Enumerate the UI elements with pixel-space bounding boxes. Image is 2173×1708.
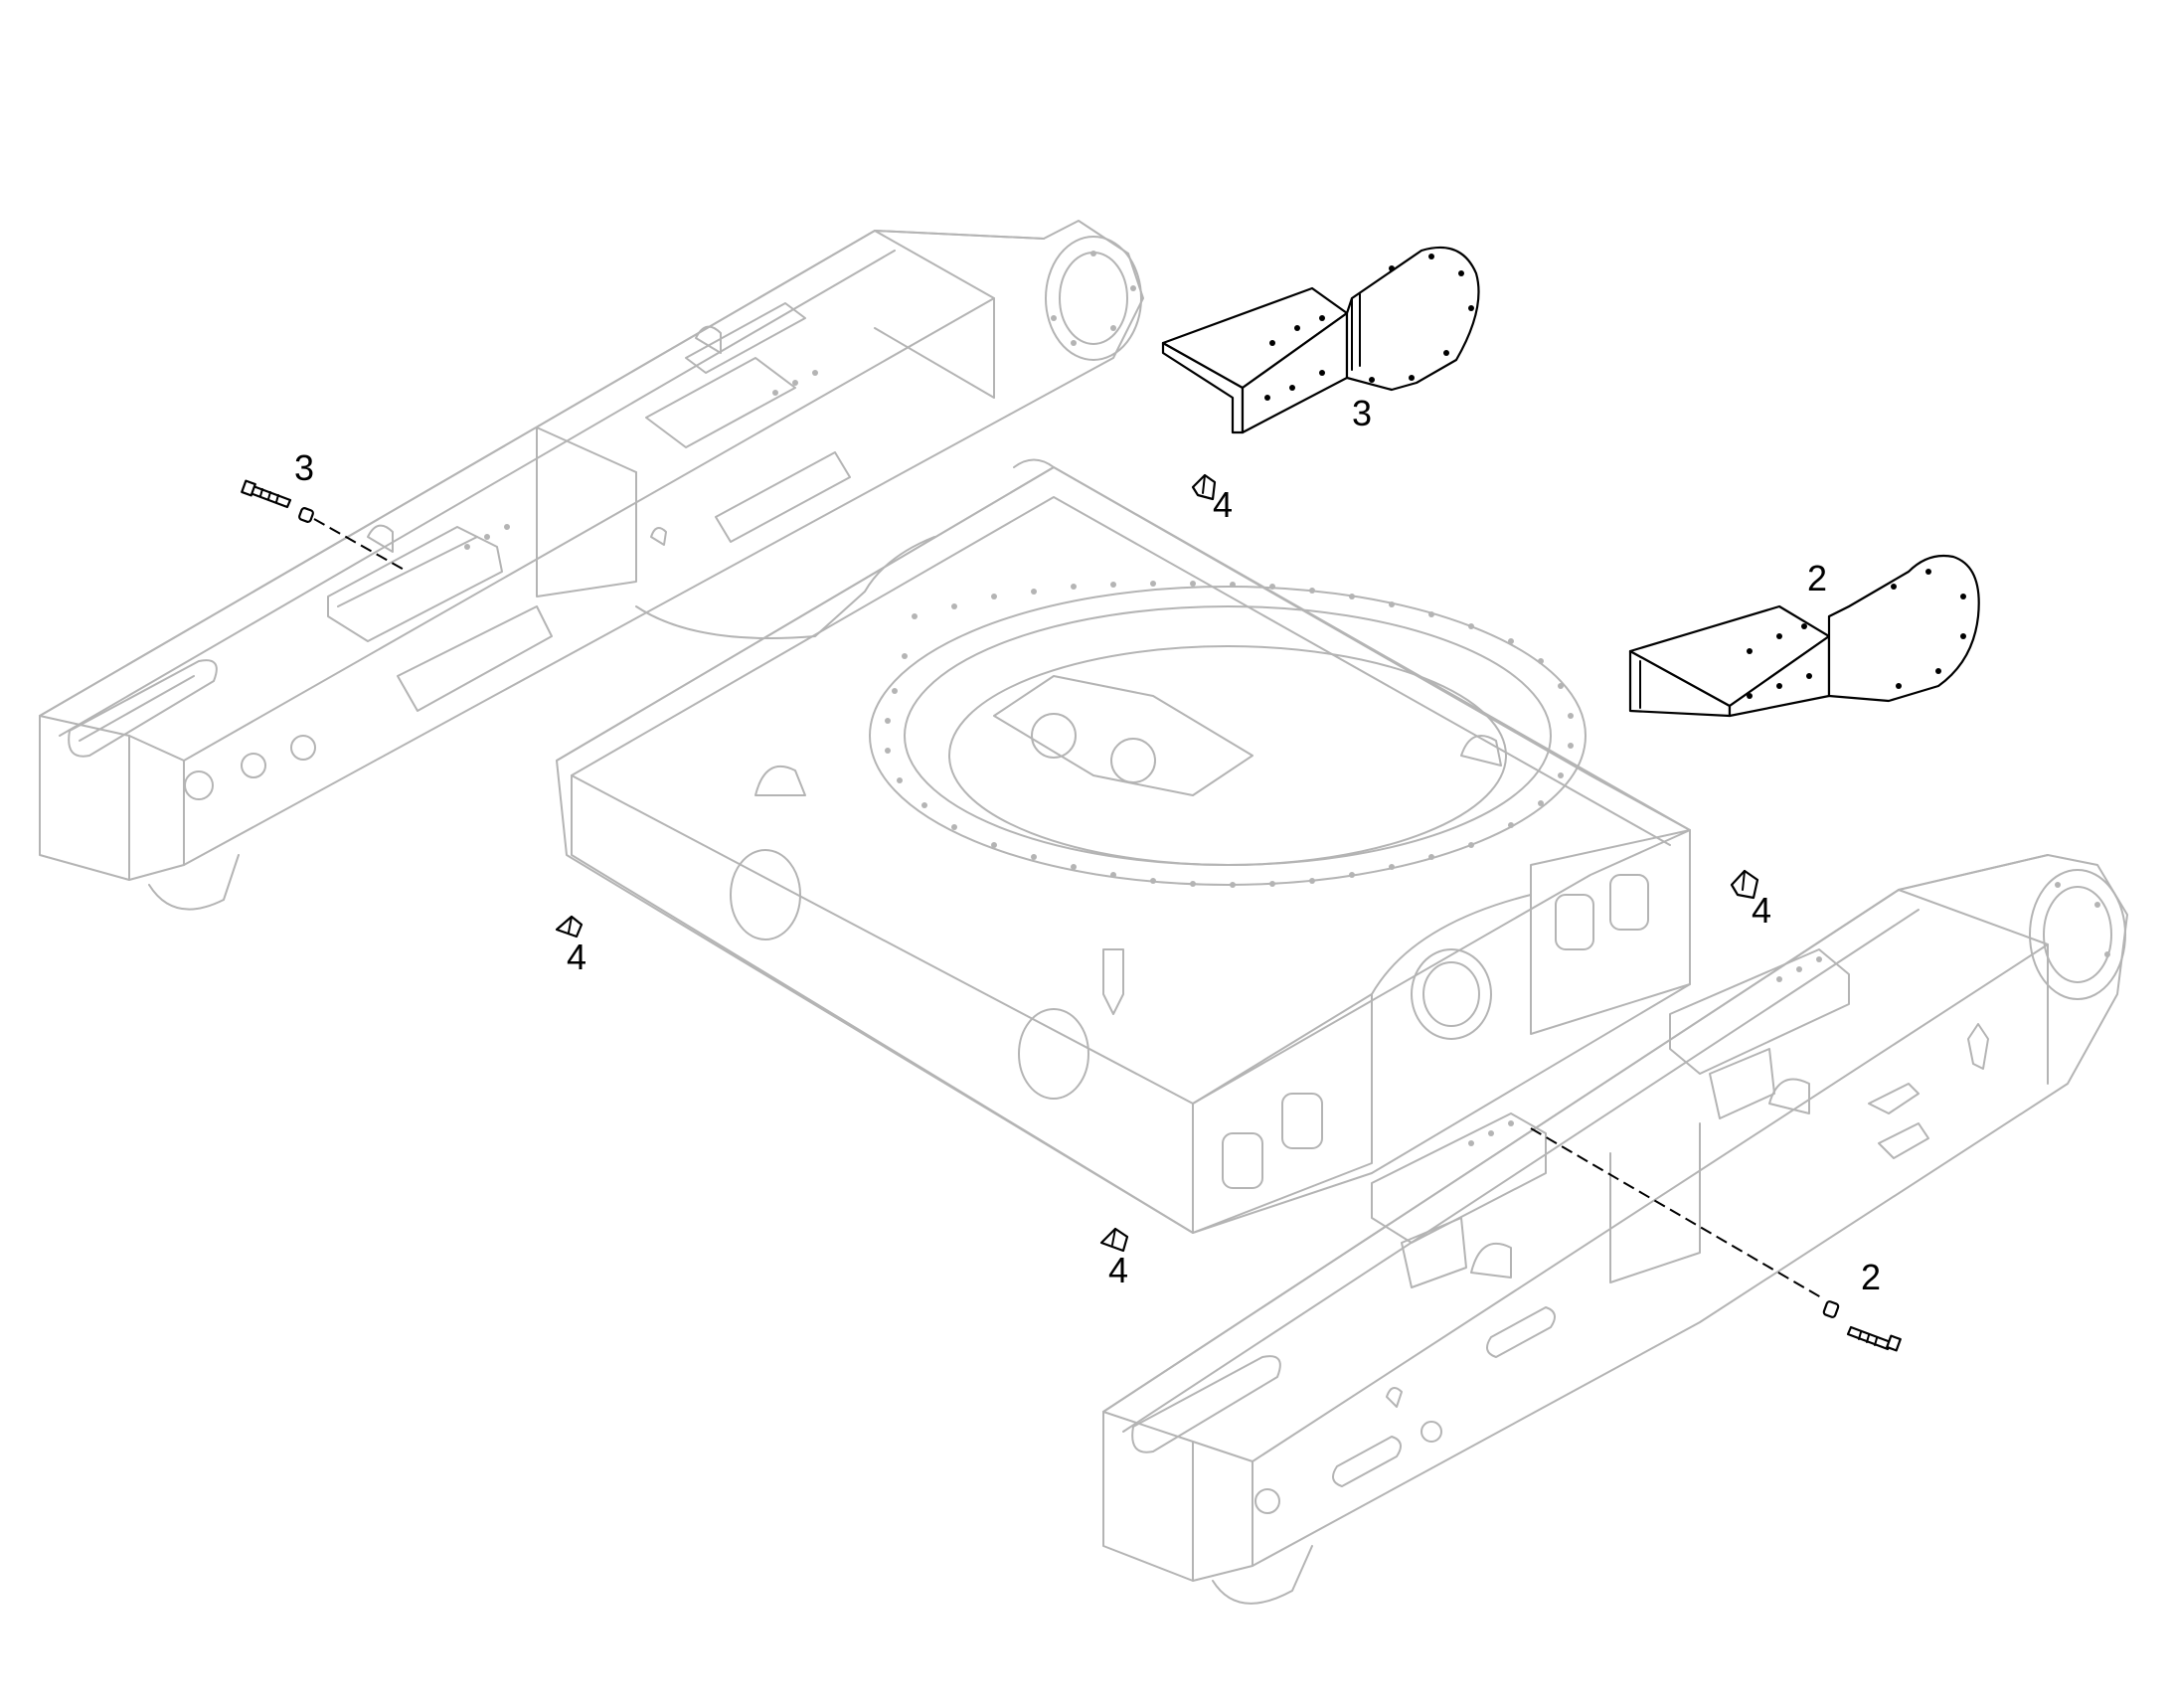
washer-3[interactable] [298,507,314,523]
pad-4-left[interactable] [555,915,584,939]
callout-pad-4-top: 4 [1213,484,1233,525]
bolt-3[interactable] [241,479,292,509]
pad-4-right[interactable] [1730,869,1759,900]
callout-pad-4-left: 4 [567,937,586,977]
callout-shield-2: 2 [1807,558,1827,598]
callout-pad-4-bottom: 4 [1108,1250,1128,1290]
bolt-2[interactable] [1846,1325,1902,1352]
callout-bolt-2: 2 [1861,1257,1881,1297]
center-car-body [556,458,1691,1234]
callout-shield-3: 3 [1352,393,1372,433]
left-track-frame [39,220,1144,911]
shield-plate-2[interactable] [1628,554,1980,718]
shield-plate-3[interactable] [1161,246,1480,434]
callout-bolt-3: 3 [294,447,314,488]
leader-line-2 [1530,1127,1822,1298]
right-track-frame [1102,854,2128,1605]
pad-4-top[interactable] [1191,473,1217,501]
washer-2[interactable] [1822,1300,1840,1318]
pad-4-bottom[interactable] [1099,1227,1129,1253]
callout-pad-4-right: 4 [1752,890,1771,931]
